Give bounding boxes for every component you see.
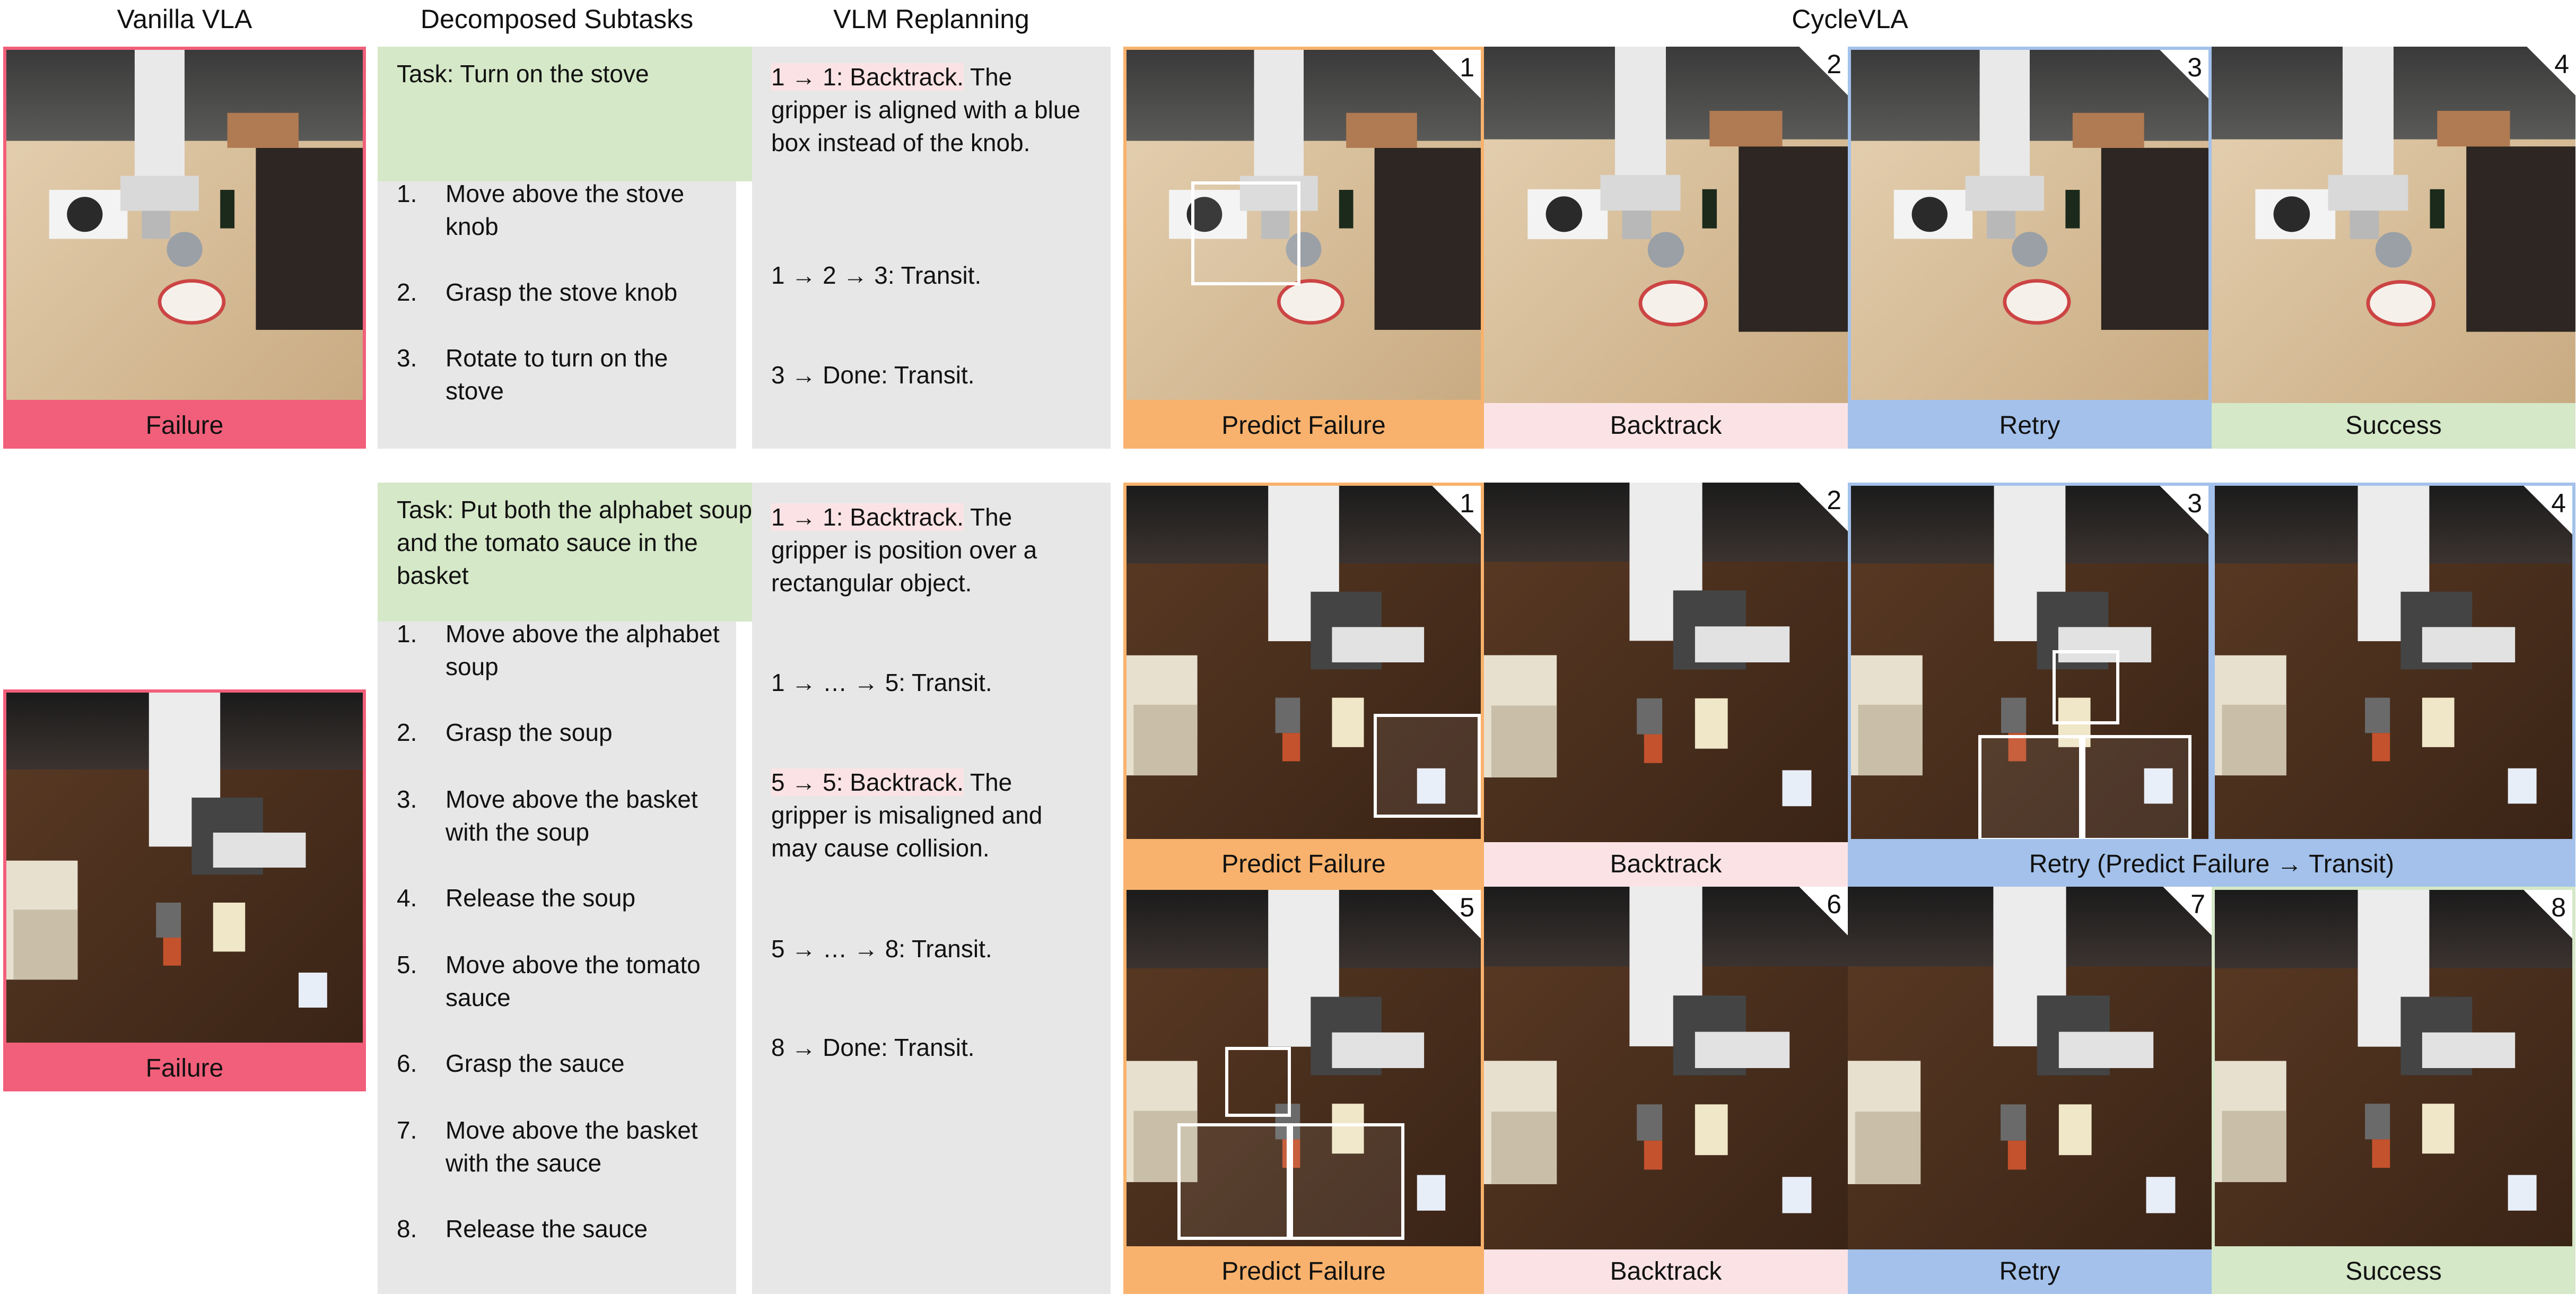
row1-task: Task: Turn on the stove — [378, 47, 774, 181]
zoom-box — [2053, 650, 2119, 724]
frame-index: 6 — [1827, 889, 1841, 919]
header-decomposed-subtasks: Decomposed Subtasks — [420, 4, 694, 34]
row2-label-retry-2: Retry — [1848, 1249, 2212, 1294]
row1-frame-2: 2 — [1484, 47, 1848, 403]
subtask-item: 1.Move above the stove knob — [397, 180, 685, 240]
frame-index: 4 — [2551, 488, 2566, 518]
zoom-box — [1225, 1047, 1291, 1117]
row1-label-predict-failure: Predict Failure — [1123, 403, 1484, 449]
frame-index: 1 — [1460, 488, 1474, 518]
zoom-inset-right — [2082, 735, 2191, 839]
row1-subtasks-panel: Task: Turn on the stove 1.Move above the… — [378, 47, 774, 449]
zoom-inset-right — [1290, 1123, 1404, 1240]
header-vanilla-vla: Vanilla VLA — [117, 4, 252, 34]
row1-label-retry: Retry — [1848, 403, 2212, 449]
row1-vanilla-frame — [3, 47, 366, 403]
replan-entry: 1 → 1: Backtrack. The gripper is aligned… — [771, 63, 1081, 156]
row2-frame-7: 7 — [1848, 887, 2212, 1249]
row2-label-backtrack: Backtrack — [1484, 842, 1848, 887]
row2-label-backtrack-2: Backtrack — [1484, 1249, 1848, 1294]
zoom-inset-left — [1978, 735, 2082, 839]
row1-label-backtrack: Backtrack — [1484, 403, 1848, 449]
frame-index: 4 — [2554, 49, 2569, 79]
row1-replanning-panel: 1 → 1: Backtrack. The gripper is aligned… — [752, 47, 1111, 449]
frame-index: 3 — [2187, 53, 2202, 82]
zoom-box — [1374, 714, 1481, 818]
subtask-item: 7.Move above the basket with the sauce — [397, 1116, 698, 1177]
row2-task: Task: Put both the alphabet soup and the… — [378, 483, 774, 622]
row1-frame-3: 3 — [1848, 47, 2212, 403]
row2-frame-2: 2 — [1484, 483, 1848, 842]
row1-label-success: Success — [2212, 403, 2575, 449]
row2-frame-5: 5 — [1123, 887, 1484, 1249]
replan-entry: 8 → Done: Transit. — [771, 1034, 975, 1061]
row2-frame-1: 1 — [1123, 483, 1484, 842]
header-vlm-replanning: VLM Replanning — [833, 4, 1029, 34]
replan-entry: 5 → 5: Backtrack. The gripper is misalig… — [771, 768, 1043, 862]
row1-vanilla-label: Failure — [3, 403, 366, 449]
row2-frame-8: 8 — [2212, 887, 2575, 1249]
subtask-item: 3.Move above the basket with the soup — [397, 785, 698, 846]
header-cyclevla: CycleVLA — [1792, 4, 1908, 34]
row2-vanilla-frame — [3, 689, 366, 1046]
row2-subtasks-panel: Task: Put both the alphabet soup and the… — [378, 483, 774, 1294]
frame-index: 5 — [1460, 893, 1474, 922]
row2-frame-4: 4 — [2212, 483, 2575, 842]
subtask-item: 8.Release the sauce — [397, 1215, 648, 1243]
frame-index: 2 — [1827, 485, 1841, 515]
frame-index: 3 — [2187, 488, 2202, 518]
subtask-item: 3.Rotate to turn on the stove — [397, 344, 668, 405]
replan-entry: 1 → 1: Backtrack. The gripper is positio… — [771, 503, 1037, 597]
row2-label-retry-transit: Retry (Predict Failure → Transit) — [1848, 842, 2575, 887]
replan-entry: 1 → … → 5: Transit. — [771, 669, 992, 696]
frame-index: 1 — [1460, 53, 1474, 82]
subtask-item: 4.Release the soup — [397, 884, 636, 912]
row2-label-success-2: Success — [2212, 1249, 2575, 1294]
row2-label-predict-failure-2: Predict Failure — [1123, 1249, 1484, 1294]
zoom-box — [1191, 181, 1300, 285]
row2-frame-6: 6 — [1484, 887, 1848, 1249]
subtask-item: 2.Grasp the stove knob — [397, 278, 678, 306]
replan-entry: 3 → Done: Transit. — [771, 361, 975, 389]
frame-index: 2 — [1827, 49, 1841, 79]
row2-replanning-panel: 1 → 1: Backtrack. The gripper is positio… — [752, 483, 1111, 1294]
subtask-item: 6.Grasp the sauce — [397, 1050, 625, 1077]
subtask-item: 5.Move above the tomato sauce — [397, 951, 701, 1011]
subtask-item: 2.Grasp the soup — [397, 719, 613, 746]
frame-index: 8 — [2551, 893, 2566, 922]
replan-entry: 1 → 2 → 3: Transit. — [771, 261, 982, 289]
row2-vanilla-label: Failure — [3, 1046, 366, 1091]
row2-frame-3: 3 — [1848, 483, 2212, 842]
frame-index: 7 — [2190, 889, 2205, 919]
replan-entry: 5 → … → 8: Transit. — [771, 935, 992, 963]
row1-frame-4: 4 — [2212, 47, 2575, 403]
row1-frame-1: 1 — [1123, 47, 1484, 403]
row2-label-predict-failure: Predict Failure — [1123, 842, 1484, 887]
subtask-item: 1.Move above the alphabet soup — [397, 620, 720, 680]
zoom-inset-left — [1177, 1123, 1290, 1240]
